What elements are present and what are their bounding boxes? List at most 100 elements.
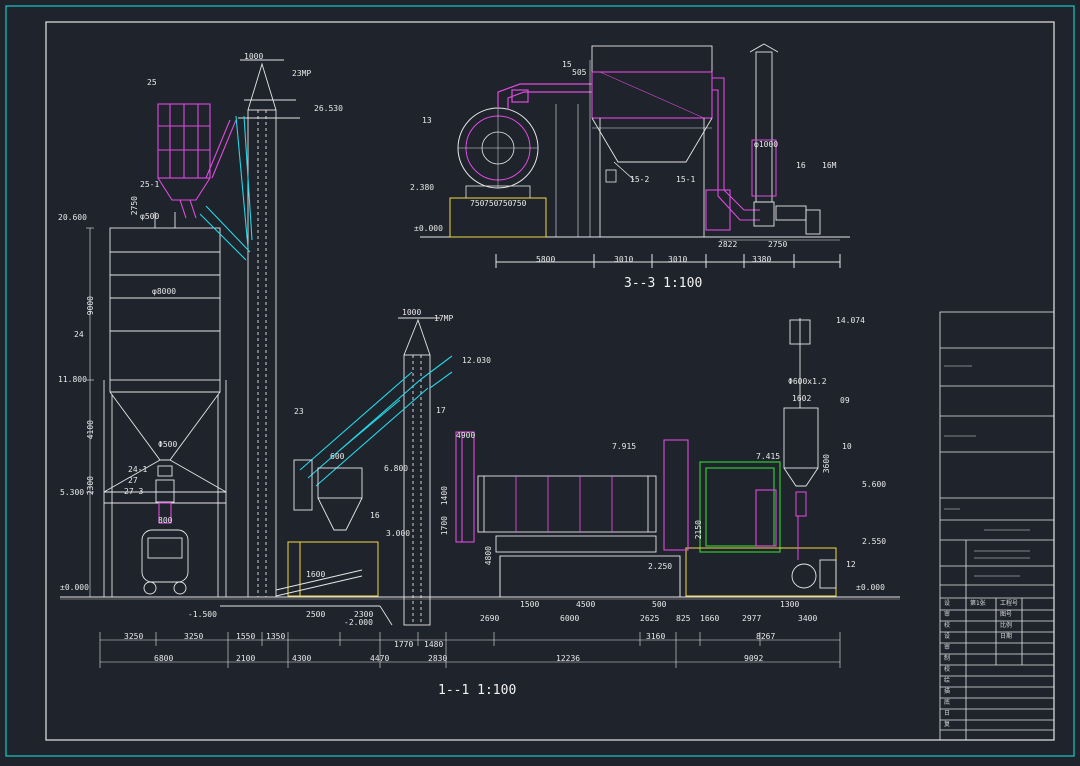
dim-3250a: 3250 xyxy=(124,632,144,641)
s3-label-13: 13 xyxy=(422,116,432,125)
part-25: 25 xyxy=(147,78,157,87)
dim-phi500b: Φ500 xyxy=(158,440,178,449)
tb-left-8: 描 xyxy=(944,688,951,695)
s3-dim-3010a: 3010 xyxy=(614,255,634,264)
s3-dim-750a: 750 xyxy=(470,199,485,208)
dim-phi8000: φ8000 xyxy=(152,287,177,296)
tb-left-3: 设 xyxy=(944,633,951,640)
dim-2300: 2300 xyxy=(354,610,374,619)
dim-9092: 9092 xyxy=(744,654,764,663)
s3-label-15: 15 xyxy=(562,60,572,69)
part-16: 16 xyxy=(370,511,380,520)
elev-11800: 11.800 xyxy=(58,375,87,384)
tb-left-7: 绘 xyxy=(944,677,951,684)
hot-air-duct xyxy=(455,431,475,543)
elev-12030: 12.030 xyxy=(462,356,491,365)
dim-2625: 2625 xyxy=(640,614,660,623)
dim-1350: 1350 xyxy=(266,632,286,641)
dim-9000: 9000 xyxy=(86,296,95,316)
dim-4900: 4900 xyxy=(456,431,476,440)
feed-platform xyxy=(287,541,379,597)
tb-left-5: 制 xyxy=(944,655,951,662)
combustion-chamber xyxy=(699,461,781,553)
s3-elev-2380: 2.380 xyxy=(410,183,435,192)
s3-label-15-1: 15-1 xyxy=(676,175,696,184)
dim-4470: 4470 xyxy=(370,654,390,663)
silo-24 xyxy=(103,212,227,597)
dim-2750: 2750 xyxy=(130,196,139,216)
title-block-text-lines xyxy=(944,365,1030,577)
tb-left-1: 审 xyxy=(944,611,951,618)
rotary-dryer xyxy=(477,475,681,598)
dim-3600: 3600 xyxy=(822,454,831,474)
s3-dim-750b: 750 xyxy=(484,199,499,208)
tb-right-3: 比例 xyxy=(1000,622,1013,629)
s3-dim-2750: 2750 xyxy=(768,240,788,249)
elev-neg1500: -1.500 xyxy=(188,610,217,619)
section-3-caption: 3--3 1:100 xyxy=(624,276,703,291)
bag-filter-15 xyxy=(591,45,713,237)
section3-dimension-lines xyxy=(555,60,840,241)
truck-loading xyxy=(141,465,189,595)
outer-frame xyxy=(5,5,1075,757)
dim-1550: 1550 xyxy=(236,632,256,641)
dust-collector-25 xyxy=(157,103,237,219)
section3-duct xyxy=(497,83,592,110)
dim-8267: 8267 xyxy=(756,632,776,641)
section1-dimension-lines xyxy=(86,227,841,668)
tb-left-6: 校 xyxy=(944,666,951,673)
part-23: 23 xyxy=(294,407,304,416)
elev-neg2000: -2.000 xyxy=(344,618,373,627)
dim-6800: 6800 xyxy=(154,654,174,663)
dim-4500: 4500 xyxy=(576,600,596,609)
part-17mp: 17MP xyxy=(434,314,454,323)
s3-phi1000: φ1000 xyxy=(754,140,779,149)
elev-5300: 5.300 xyxy=(60,488,85,497)
dim-800: 800 xyxy=(158,516,173,525)
elev-7415: 7.415 xyxy=(756,452,781,461)
tb-right-0: 第1张 xyxy=(970,600,986,607)
s3-label-16m: 16M xyxy=(822,161,837,170)
dim-phi500: φ500 xyxy=(140,212,160,221)
tb-right-1: 工程号 xyxy=(1000,600,1019,607)
bucket-elevator-17 xyxy=(398,317,440,626)
dim-4800: 4800 xyxy=(484,546,493,566)
section-1-caption: 1--1 1:100 xyxy=(438,683,517,698)
part-24: 24 xyxy=(74,330,84,339)
coal-bin xyxy=(783,318,837,589)
elev-3000: 3.000 xyxy=(386,529,411,538)
dim-4100: 4100 xyxy=(86,420,95,440)
tb-left-2: 校 xyxy=(944,622,951,629)
dim-3400: 3400 xyxy=(798,614,818,623)
cyclone-16 xyxy=(293,459,363,531)
tb-left-4: 审 xyxy=(944,644,951,651)
dim-2100: 2100 xyxy=(236,654,256,663)
dim-825: 825 xyxy=(676,614,691,623)
s3-label-15-2: 15-2 xyxy=(630,175,650,184)
dim-1400: 1400 xyxy=(440,486,449,506)
s3-dim-750c: 750 xyxy=(498,199,513,208)
elev-2250: 2.250 xyxy=(648,562,673,571)
s3-dim-2822: 2822 xyxy=(718,240,738,249)
part-23mp: 23MP xyxy=(292,69,312,78)
part-25-1: 25-1 xyxy=(140,180,160,189)
elev-5600: 5.600 xyxy=(862,480,887,489)
tb-left-10: 日 xyxy=(944,710,951,717)
dim-1660: 1660 xyxy=(700,614,720,623)
dim-6000: 6000 xyxy=(560,614,580,623)
inclined-conveyor xyxy=(299,355,453,487)
s3-dim-750d: 750 xyxy=(512,199,527,208)
dim-2300: 2300 xyxy=(86,476,95,496)
dim-phi600x12: Φ600x1.2 xyxy=(788,377,827,386)
dim-2150: 2150 xyxy=(694,520,703,540)
tb-left-9: 底 xyxy=(944,699,951,706)
s3-dim-3010b: 3010 xyxy=(668,255,688,264)
elev-20600: 20.600 xyxy=(58,213,87,222)
part-27-3: 27-3 xyxy=(124,487,144,496)
dim-1000a: 1000 xyxy=(244,52,264,61)
part-17: 17 xyxy=(436,406,446,415)
section3-fan-duct xyxy=(705,77,760,231)
title-block xyxy=(939,311,1055,741)
